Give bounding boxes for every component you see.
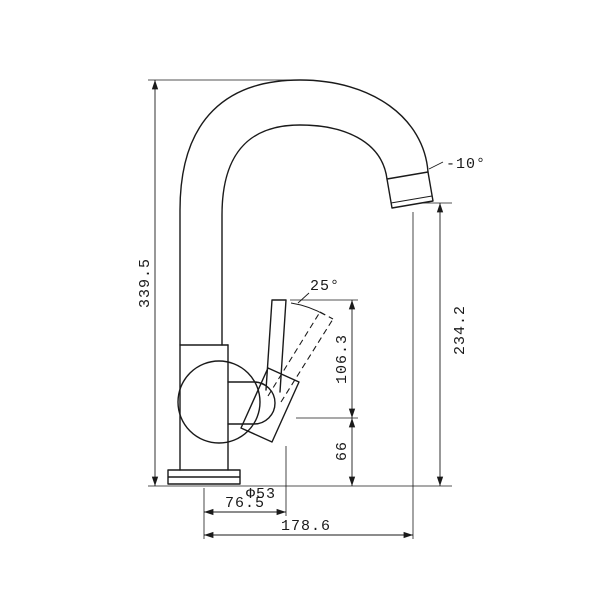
dimension-lines: [151, 80, 444, 539]
handle-lever: [265, 299, 287, 393]
label-handle-offset: 76.5: [225, 495, 265, 512]
mixer-body-sphere: [177, 360, 261, 444]
label-overall-height: 339.5: [137, 258, 154, 308]
label-spout-reach: 178.6: [281, 518, 331, 535]
dimension-labels: 339.5 234.2 106.3 66 Φ53 76.5 178.6 25° …: [137, 156, 486, 535]
label-body-section-height: 66: [334, 441, 351, 461]
handle-angle-arc: [290, 302, 326, 316]
spout-inner-profile: [221, 124, 388, 346]
label-spout-tilt-angle: -10°: [446, 156, 486, 173]
spout-tip-detail-line: [390, 195, 433, 204]
label-base-diameter: Φ53: [246, 486, 276, 503]
handle-angle-leader: [297, 292, 310, 304]
extension-lines: [148, 79, 452, 539]
handle-lever-rotated-phantom: [267, 311, 334, 403]
spout-angle-leader: [428, 161, 444, 170]
label-spout-outlet-height: 234.2: [452, 305, 469, 355]
label-handle-swing-angle: 25°: [310, 278, 340, 295]
handle-hub: [240, 367, 300, 443]
faucet-outline: [167, 79, 434, 485]
label-handle-top-height: 106.3: [334, 334, 351, 384]
spout-outer-profile: [179, 79, 429, 471]
angle-annotations: [290, 161, 444, 316]
cartridge-socket: [227, 381, 276, 425]
base-flange: [167, 469, 241, 485]
spout-tip-aerator: [386, 171, 434, 209]
